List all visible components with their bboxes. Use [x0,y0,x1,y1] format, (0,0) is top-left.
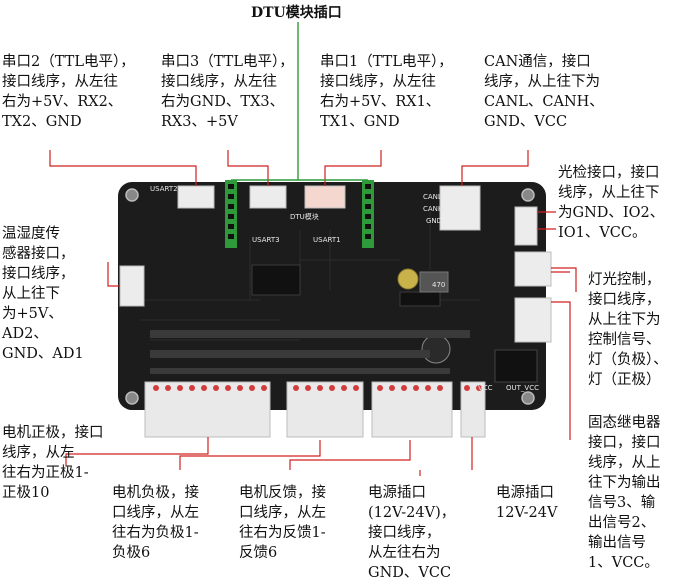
dtu-leader-line [231,22,368,181]
pcb-board [118,182,546,410]
can-connector [439,185,481,231]
canh-silkscreen: CANH [423,205,444,213]
dtu-socket-headers [225,180,374,248]
label-motor-feedback: 电机反馈，接 口线序，从左 往右为反馈1- 反馈6 [239,485,326,561]
usart3-connector [249,185,287,209]
motor-positive-connector [144,381,271,438]
mcu-chip [251,264,301,296]
label-motor-positive: 电机正极，接口 线序，从左 往右为正极1- 正极10 [2,425,104,501]
temp-humidity-connector [119,265,145,307]
label-uart3: 串口3（TTL电平）， 接口线序，从左往 右为GND、TX3、 RX3、+5V [161,54,294,130]
label-uart1: 串口1（TTL电平）， 接口线序，从左往 右为+5V、RX1、 TX1、GND [320,54,453,130]
vcc-silkscreen: VCC [478,384,493,392]
label-solid-state-relay: 固态继电器 接口，接口 线序，从上 往下为输出 信号3、输 出信号2、 输出信号… [588,415,661,571]
relay-connector [514,297,552,343]
power-jack [494,349,538,383]
lamp-connector [514,251,552,287]
label-motor-negative: 电机负极，接 口线序，从左 往右为负极1- 负极6 [112,485,199,561]
motor-feedback-connector [371,381,453,438]
leader-lines [49,150,577,476]
usart1-silkscreen: USART1 [313,236,341,244]
label-temp-humidity: 温湿度传 感器接口， 接口线序， 从上往下 为+5V、 AD2、 GND、AD1 [2,226,84,362]
label-can: CAN通信，接口 线序，从上往下为 CANL、CANH、 GND、VCC [484,54,604,130]
light-sensor-connector [514,206,538,246]
label-power-plug: 电源插口 (12V-24V)， 接口线序， 从左往右为 GND、VCC [368,485,456,581]
dtu-silkscreen: DTU模块 [290,213,319,221]
label-light-sensor: 光检接口，接口 线序，从上往下 为GND、IO2、 IO1、VCC。 [558,165,665,241]
canl-silkscreen: CANL [423,193,442,201]
out-vcc-silkscreen: OUT_VCC [506,384,539,392]
motor-negative-connector [286,381,364,438]
capacitor-label: 470 [432,281,446,289]
gnd-silkscreen: GND [426,217,443,225]
usart3-silkscreen: USART3 [252,236,280,244]
label-lamp-control: 灯光控制， 接口线序， 从上往下为 控制信号、 灯（负极）、 灯（正极） [588,272,668,388]
usart2-connector [177,185,215,209]
label-power-jack: 电源插口 12V-24V [496,485,558,521]
usart1-connector [304,185,346,209]
power-input-connector [460,381,486,438]
label-uart2: 串口2（TTL电平）， 接口线序，从左往 右为+5V、RX2、 TX2、GND [2,54,135,130]
usart2-silkscreen: USART2 [150,185,178,193]
dtu-title: DTU模块插口 [251,5,342,21]
